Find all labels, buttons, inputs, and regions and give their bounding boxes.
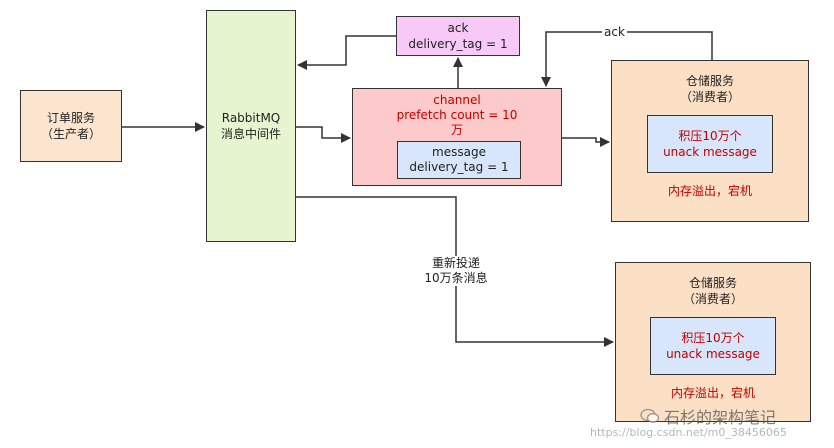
warehouse-bottom-status: 内存溢出，宕机 (670, 386, 755, 400)
warehouse-bottom-backlog: 积压10万个 unack message (650, 317, 776, 375)
rabbitmq-sublabel: 消息中间件 (220, 127, 281, 141)
edge-label-redeliver: 重新投递 10万条消息 (420, 256, 492, 286)
edge-consumer-ack (541, 31, 713, 87)
message-delivery-tag: delivery_tag = 1 (409, 160, 509, 174)
warehouse-bottom-title: 仓储服务 (688, 276, 737, 290)
warehouse-consumer-top: 仓储服务 （消费者） 积压10万个 unack message 内存溢出，宕机 (611, 60, 809, 222)
watermark-url: https://blog.csdn.net/m0_38456065 (590, 426, 787, 439)
ack-node: ack delivery_tag = 1 (396, 16, 520, 56)
channel-node: channel prefetch count = 10 万 message de… (352, 88, 562, 186)
wechat-icon (640, 408, 660, 424)
channel-prefetch-unit: 万 (450, 123, 463, 137)
warehouse-bottom-role: （消费者） (682, 292, 743, 306)
order-service-role: （生产者） (40, 127, 101, 141)
order-service-node: 订单服务 （生产者） (20, 90, 122, 162)
warehouse-top-backlog-count: 积压10万个 (678, 129, 742, 143)
edge-label-redeliver-line2: 10万条消息 (424, 271, 488, 285)
warehouse-top-backlog-type: unack message (663, 145, 757, 159)
edge-ack-to-mq (297, 35, 396, 70)
edge-mq-to-channel (296, 126, 351, 143)
rabbitmq-label: RabbitMQ (221, 111, 281, 125)
edge-label-ack: ack (602, 25, 627, 40)
warehouse-bottom-backlog-count: 积压10万个 (681, 331, 745, 345)
warehouse-top-status: 内存溢出，宕机 (667, 184, 752, 198)
warehouse-top-title: 仓储服务 (685, 74, 734, 88)
order-service-label: 订单服务 (46, 111, 95, 125)
ack-label: ack (447, 21, 469, 35)
edge-channel-to-consumer (562, 137, 610, 147)
message-label: message (432, 145, 486, 159)
rabbitmq-node: RabbitMQ 消息中间件 (206, 10, 296, 242)
watermark: 石杉的架构笔记 (640, 404, 776, 428)
edge-label-redeliver-line1: 重新投递 (431, 256, 480, 270)
message-node: message delivery_tag = 1 (397, 141, 521, 179)
channel-label: channel (433, 93, 481, 107)
ack-delivery-tag: delivery_tag = 1 (408, 37, 508, 51)
warehouse-top-backlog: 积压10万个 unack message (647, 115, 773, 173)
watermark-text: 石杉的架构笔记 (664, 408, 777, 427)
warehouse-consumer-bottom: 仓储服务 （消费者） 积压10万个 unack message 内存溢出，宕机 (615, 262, 811, 422)
channel-prefetch: prefetch count = 10 (396, 108, 518, 122)
warehouse-bottom-backlog-type: unack message (666, 347, 760, 361)
warehouse-top-role: （消费者） (679, 90, 740, 104)
